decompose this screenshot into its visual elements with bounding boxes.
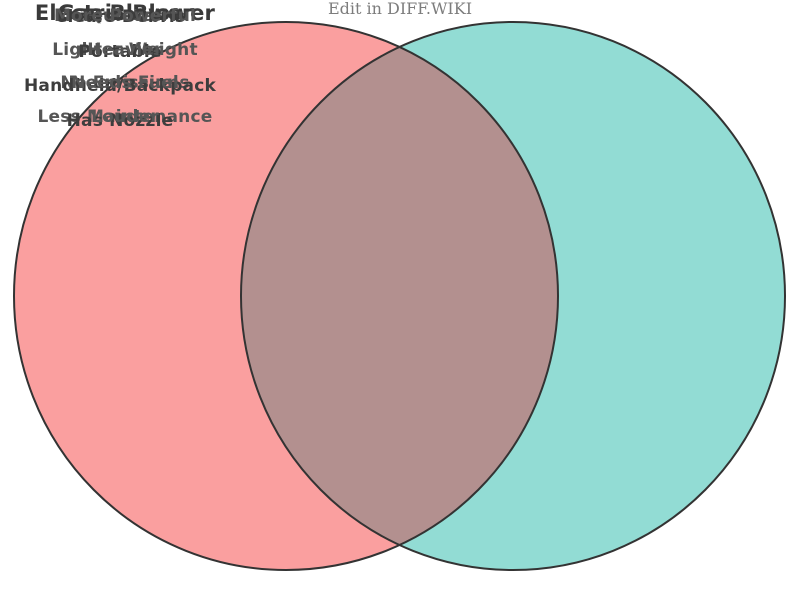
right-set-title: Gas Blower (57, 1, 193, 25)
overlap-region-fill (241, 22, 558, 570)
list-item: Less Maintenance (37, 106, 213, 127)
edit-link[interactable]: Edit in DIFF.WIKI (327, 0, 473, 18)
list-item: Clears Debris (54, 7, 186, 27)
list-item: No Emissions (60, 73, 190, 93)
right-circle-outline (240, 21, 786, 571)
list-item: Heavier (87, 39, 163, 60)
left-circle-outline (13, 21, 559, 571)
list-item: Needs Fuel (71, 73, 179, 93)
left-set-items: Quieter Lighter Weight No Emissions Less… (0, 0, 250, 134)
left-set-title: Electric Blower (34, 1, 216, 25)
right-set-items: More Powerful Heavier Needs Fuel Louder (0, 0, 250, 134)
list-item: More Powerful (53, 6, 197, 26)
list-item: Lighter Weight (52, 39, 198, 60)
list-item: Quieter (88, 6, 162, 26)
list-item: Handheld/Backpack (23, 76, 217, 96)
overlap-items: Clears Debris Portable Handheld/Backpack… (0, 0, 240, 138)
list-item: Has Nozzle (66, 110, 174, 131)
list-item: Portable (78, 41, 162, 62)
list-item: Louder (91, 106, 159, 127)
